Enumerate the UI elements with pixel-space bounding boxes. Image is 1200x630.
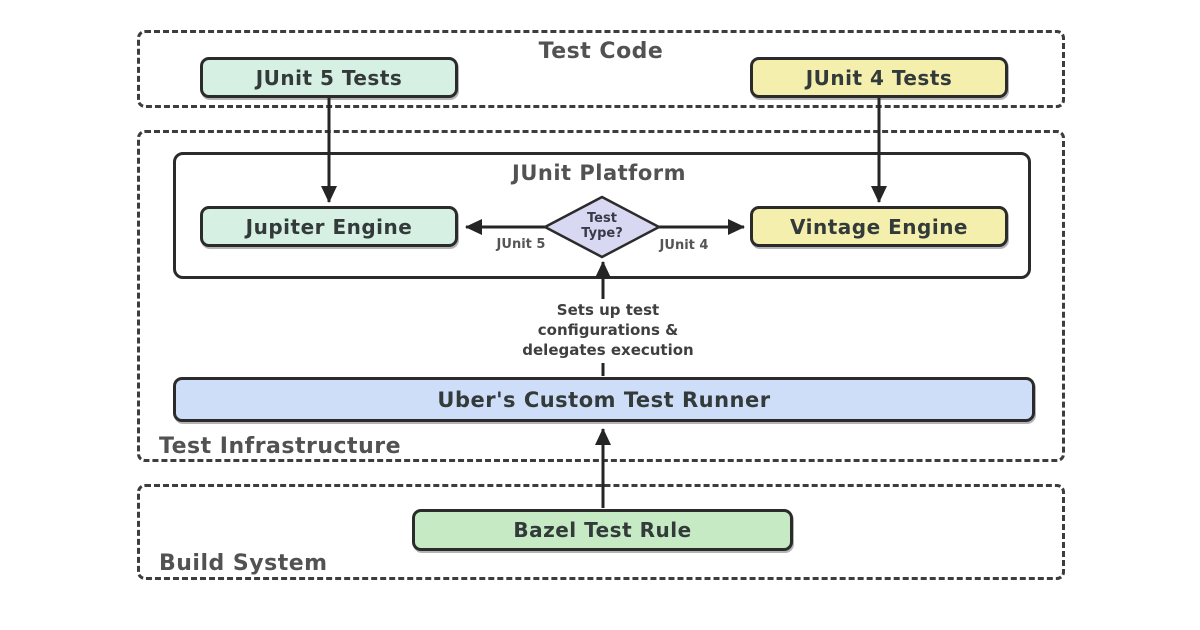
node-bazel-rule-label: Bazel Test Rule [513,518,692,542]
test-type-line2: Type? [581,226,623,241]
edge-label-junit5: JUnit 5 [496,237,546,252]
test-infrastructure-container [137,130,1065,462]
test-type-diamond-text: Test Type? [545,197,659,257]
runner-note-line1: Sets up test [556,301,660,319]
node-junit4-tests: JUnit 4 Tests [750,57,1008,98]
node-bazel-rule: Bazel Test Rule [412,509,793,551]
test-type-line1: Test [587,211,617,227]
runner-note-line3: delegates execution [522,340,694,359]
junit-platform-label: JUnit Platform [512,161,686,185]
node-jupiter-engine-label: Jupiter Engine [245,214,413,239]
test-code-container [137,30,1065,108]
node-vintage-engine: Vintage Engine [750,206,1008,247]
node-junit5-tests: JUnit 5 Tests [200,57,458,98]
build-system-container [137,484,1065,580]
node-junit4-tests-label: JUnit 4 Tests [805,65,953,90]
test-type-diamond [543,195,661,259]
node-vintage-engine-label: Vintage Engine [790,214,968,239]
build-system-label: Build System [159,551,328,576]
edge-label-junit4: JUnit 4 [659,238,709,253]
test-code-label: Test Code [538,39,664,64]
node-jupiter-engine: Jupiter Engine [200,206,458,247]
node-uber-runner: Uber's Custom Test Runner [173,377,1035,422]
test-infrastructure-label: Test Infrastructure [159,434,402,459]
runner-note: Sets up test configurations & delegates … [480,299,736,363]
node-uber-runner-label: Uber's Custom Test Runner [437,387,771,412]
runner-note-line2: configurations & [537,320,679,339]
node-junit5-tests-label: JUnit 5 Tests [255,65,403,90]
